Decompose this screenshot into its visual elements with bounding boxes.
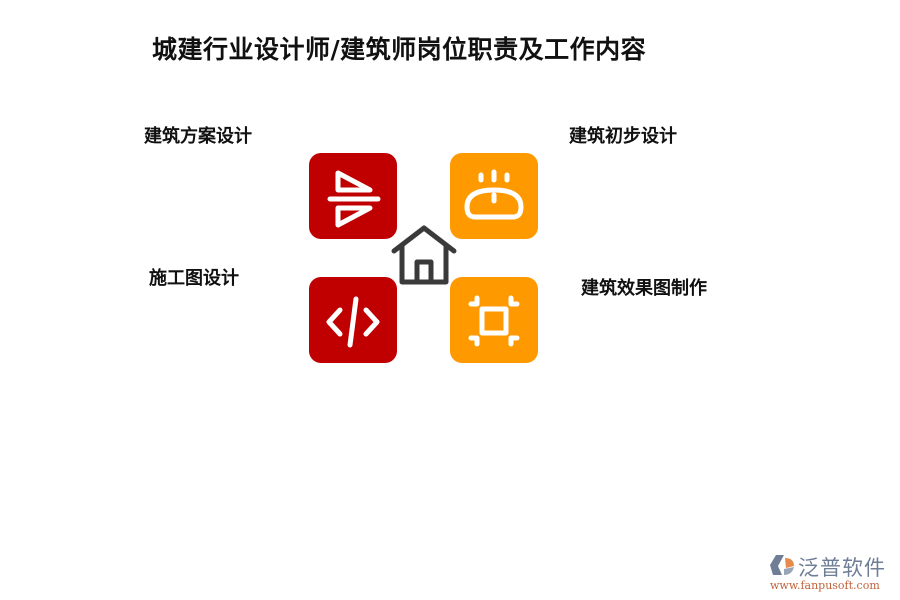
page-title: 城建行业设计师/建筑师岗位职责及工作内容 xyxy=(152,35,647,64)
home-icon xyxy=(391,225,457,285)
watermark: 泛普软件 www.fanpusoft.com xyxy=(768,552,896,597)
fanpu-logo-icon xyxy=(770,555,794,575)
flip-horizontal-icon xyxy=(327,170,381,228)
watermark-url: www.fanpusoft.com xyxy=(770,579,880,592)
label-scheme-design: 建筑方案设计 xyxy=(144,126,252,147)
watermark-brand: 泛普软件 xyxy=(798,556,886,580)
bread-icon xyxy=(464,169,524,220)
tile-construction-drawing xyxy=(309,277,397,363)
tile-preliminary-design xyxy=(450,153,538,239)
crop-frame-icon xyxy=(468,295,520,347)
label-construction-drawing: 施工图设计 xyxy=(149,268,239,289)
tile-scheme-design xyxy=(309,153,397,239)
label-preliminary-design: 建筑初步设计 xyxy=(569,126,677,147)
tile-rendering xyxy=(450,277,538,363)
label-rendering: 建筑效果图制作 xyxy=(581,278,707,299)
code-icon xyxy=(326,296,380,348)
